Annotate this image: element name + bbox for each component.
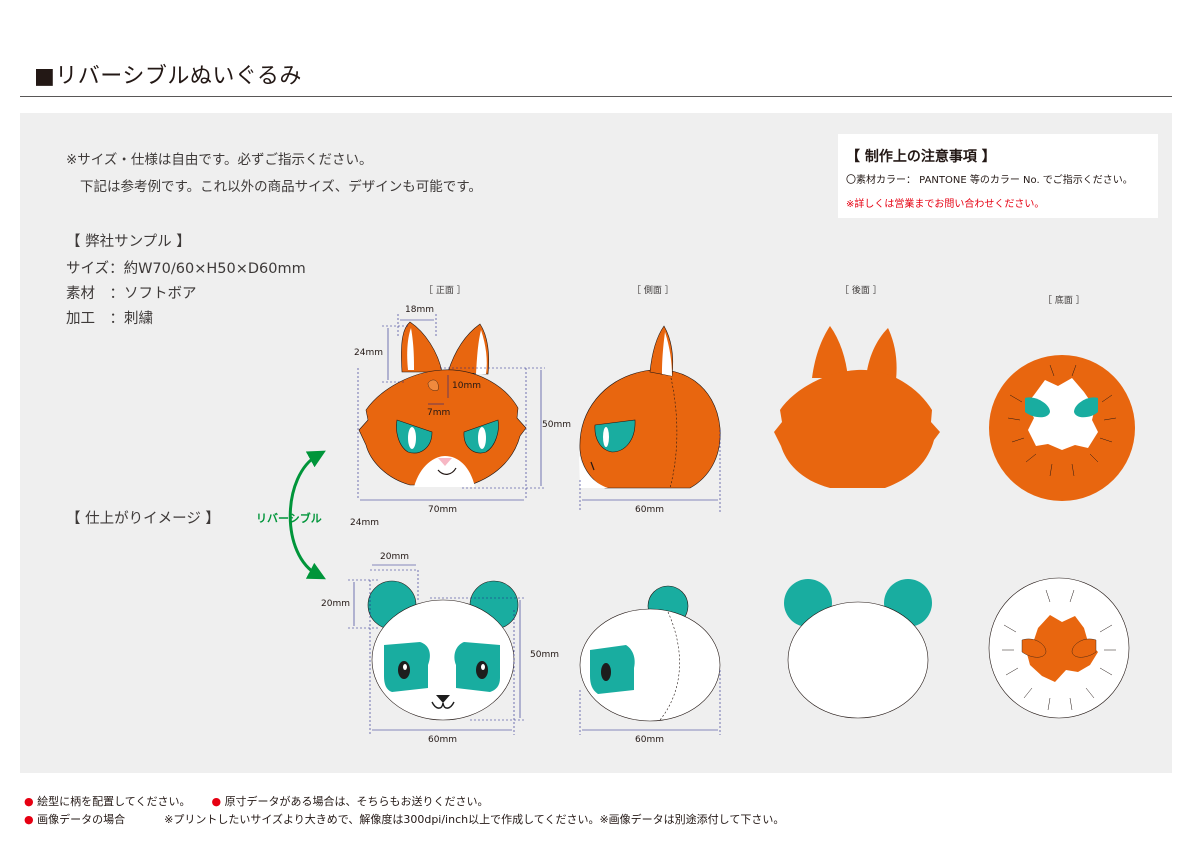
dim-fox-height: 50mm <box>542 420 571 430</box>
dim-panda-ear-height: 20mm <box>321 599 350 609</box>
dim-emb-width: 7mm <box>427 408 451 418</box>
view-label-front: ［ 正面 ］ <box>424 286 466 296</box>
note-line-1: ※サイズ・仕様は自由です。必ずご指示ください。 <box>66 152 373 168</box>
panda-back-view <box>784 579 932 719</box>
fox-bottom-view <box>989 355 1135 501</box>
panda-bottom-view <box>988 577 1130 719</box>
sample-material: 素材 ：ソフトボア <box>66 286 197 302</box>
panda-front-view <box>367 580 519 721</box>
dim-panda-ear-width: 20mm <box>380 552 409 562</box>
title-divider <box>20 96 1172 97</box>
reversible-label: リバーシブル <box>256 512 322 525</box>
footer-note-3: 画像データの場合 <box>37 813 126 826</box>
notice-line-2: ※詳しくは営業までお問い合わせください。 <box>846 199 1045 210</box>
view-label-bottom: ［ 底面 ］ <box>1043 296 1085 306</box>
dim-ear-width: 18mm <box>405 305 434 315</box>
sample-size: サイズ：約W70/60×H50×D60mm <box>66 261 306 277</box>
notice-title: 【 制作上の注意事項 】 <box>846 149 996 165</box>
fox-side-view <box>579 325 721 489</box>
dim-panda-width: 60mm <box>428 735 457 745</box>
footer-note-1: 絵型に柄を配置してください。 <box>37 795 191 808</box>
dimension-lines <box>348 314 721 735</box>
bullet-icon: ● <box>24 795 34 808</box>
view-label-back: ［ 後面 ］ <box>840 286 882 296</box>
dim-fox-width: 70mm <box>428 505 457 515</box>
note-line-2: 下記は参考例です。これ以外の商品サイズ、デザインも可能です。 <box>80 179 482 195</box>
dim-emb-height: 10mm <box>452 381 481 391</box>
fox-back-view <box>774 326 940 488</box>
footer-line-1: ● 絵型に柄を配置してください。 ● 原寸データがある場合は、そちらもお送りくだ… <box>24 793 489 809</box>
footer-note-2: 原寸データがある場合は、そちらもお送りください。 <box>224 795 489 808</box>
reversible-arrow-icon <box>288 450 326 580</box>
dim-label-24mm: 24mm <box>350 518 379 528</box>
footer-line-2: ● 画像データの場合 ※プリントしたいサイズより大きめで、解像度は300dpi/… <box>24 811 784 827</box>
dim-panda-depth: 60mm <box>635 735 664 745</box>
panda-side-view <box>579 585 721 722</box>
dim-panda-height: 50mm <box>530 650 559 660</box>
notice-line-1: 〇素材カラー： PANTONE 等のカラー No. でご指示ください。 <box>846 175 1133 186</box>
sample-process: 加工 ：刺繍 <box>66 311 153 327</box>
dim-ear-height: 24mm <box>354 348 383 358</box>
page-title: ■リバーシブルぬいぐるみ <box>34 64 302 89</box>
notice-box <box>838 134 1158 218</box>
finish-heading: 【 仕上がりイメージ 】 <box>66 511 220 527</box>
bullet-icon: ● <box>24 813 34 826</box>
view-label-side: ［ 側面 ］ <box>632 286 674 296</box>
fox-front-view <box>358 321 527 487</box>
bullet-icon: ● <box>211 795 222 808</box>
sample-heading: 【 弊社サンプル 】 <box>66 234 191 250</box>
dim-fox-depth: 60mm <box>635 505 664 515</box>
footer-note-4: ※プリントしたいサイズより大きめで、解像度は300dpi/inch以上で作成して… <box>164 813 785 826</box>
